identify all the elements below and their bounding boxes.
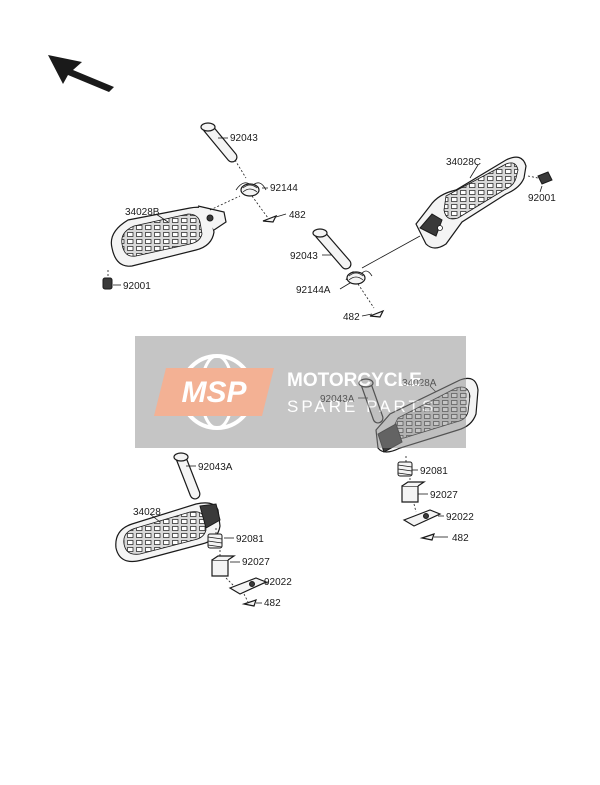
- assembly-line: [209, 195, 241, 211]
- assembly-line: [234, 159, 247, 179]
- label-482-c: 482: [452, 533, 469, 544]
- label-92022-left: 92022: [264, 577, 292, 588]
- label-92027-right: 92027: [430, 490, 458, 501]
- label-92043A-left: 92043A: [198, 462, 233, 473]
- plate-92022-right: [402, 509, 442, 527]
- label-92001-right: 92001: [528, 193, 556, 204]
- label-92144A: 92144A: [296, 285, 331, 296]
- leader-line: [275, 213, 287, 218]
- label-482-b: 482: [343, 312, 360, 323]
- label-92027-left: 92027: [242, 557, 270, 568]
- bracket-92027-right: [401, 481, 426, 503]
- assembly-line: [361, 235, 421, 269]
- leader-line: [539, 185, 543, 193]
- label-92043: 92043: [230, 133, 258, 144]
- assembly-line: [413, 503, 417, 513]
- pin-92043-mid: [312, 228, 352, 270]
- spring-92081-right: [397, 461, 413, 477]
- leader-line: [155, 213, 169, 223]
- plate-92022-left: [228, 577, 268, 595]
- spring-92144: [235, 182, 267, 197]
- clip-482-c: [419, 533, 435, 541]
- front-direction-arrow-icon: [48, 55, 114, 92]
- footpeg-34028: [115, 502, 221, 563]
- pin-92043-top: [200, 122, 238, 163]
- leader-line: [361, 313, 373, 317]
- clip-482-a: [262, 214, 278, 223]
- assembly-line: [225, 577, 235, 587]
- clip-482-d: [241, 599, 257, 607]
- leader-line: [339, 282, 351, 290]
- spring-92144A: [345, 270, 373, 285]
- label-92001: 92001: [123, 281, 151, 292]
- label-92081-left: 92081: [236, 534, 264, 545]
- footpeg-34028C: [415, 156, 527, 249]
- label-92022-right: 92022: [446, 512, 474, 523]
- label-34028: 34028: [133, 507, 161, 518]
- footpeg-34028B: [110, 205, 227, 267]
- label-92144: 92144: [270, 183, 298, 194]
- leader-line: [469, 164, 479, 179]
- assembly-line: [357, 283, 375, 309]
- msp-logo-badge: [154, 368, 274, 416]
- leader-line: [149, 513, 161, 523]
- bolt-92001-left: [102, 270, 113, 290]
- spring-92081-left: [207, 533, 223, 549]
- clip-482-b: [369, 309, 385, 318]
- label-92081-right: 92081: [420, 466, 448, 477]
- label-482-d: 482: [264, 598, 281, 609]
- label-92043-mid: 92043: [290, 251, 318, 262]
- label-34028C: 34028C: [446, 157, 481, 168]
- watermark-line2: SPARE PARTS: [287, 397, 436, 416]
- bracket-92027-left: [211, 555, 236, 577]
- watermark: MSP MOTORCYCLE SPARE PARTS: [135, 336, 466, 448]
- msp-logo-text: MSP: [181, 376, 247, 409]
- assembly-line: [243, 593, 249, 603]
- bolt-92001-right: [527, 171, 553, 185]
- label-34028B: 34028B: [125, 207, 160, 218]
- label-482: 482: [289, 210, 306, 221]
- assembly-line: [251, 195, 269, 219]
- pin-92043A-left: [173, 452, 201, 500]
- watermark-line1: MOTORCYCLE: [287, 370, 422, 391]
